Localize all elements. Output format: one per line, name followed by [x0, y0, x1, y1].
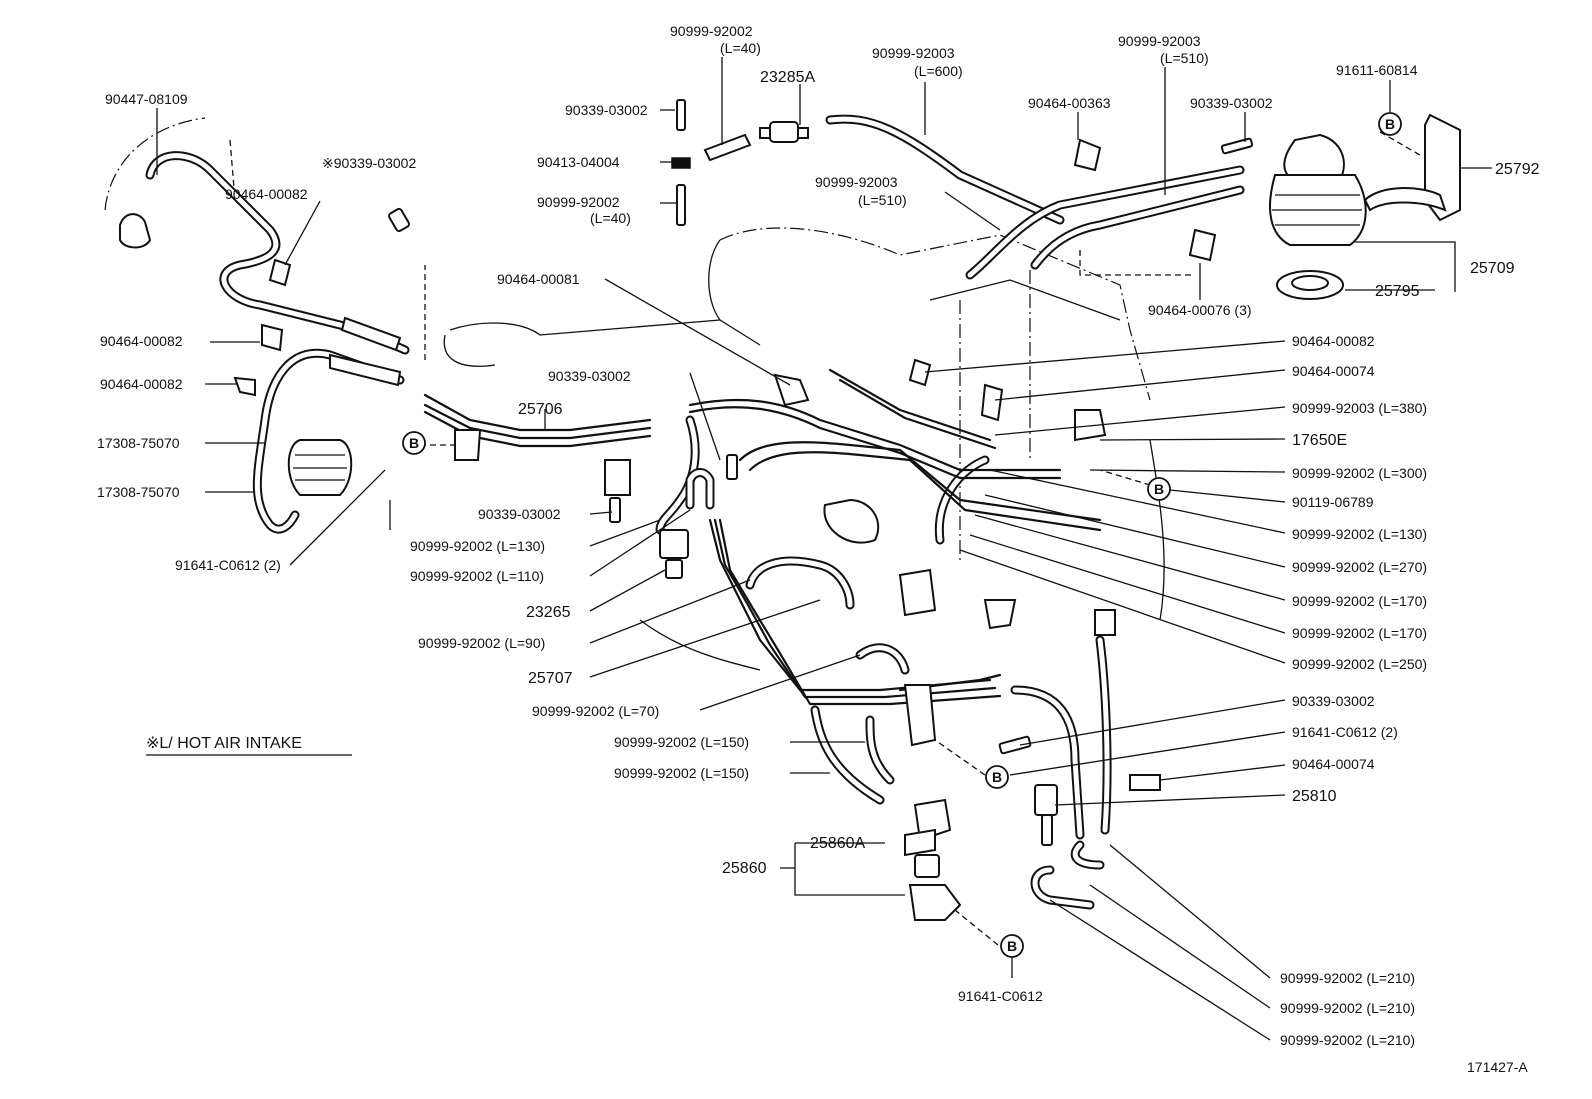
part-label: 90464-00076 (3)	[1148, 302, 1252, 318]
part-label: 90999-92002 (L=250)	[1292, 656, 1427, 672]
part-label: 90999-92002 (L=170)	[1292, 593, 1427, 609]
part-label: 90447-08109	[105, 91, 188, 107]
part-label: 25792	[1495, 161, 1540, 178]
part-label: 90464-00082	[1292, 333, 1375, 349]
part-label: 90339-03002	[565, 102, 648, 118]
part-label: 25810	[1292, 788, 1337, 805]
part-label: 90999-92002 (L=210)	[1280, 1032, 1415, 1048]
part-label: 90999-92003	[872, 45, 955, 61]
part-label: 90999-92003	[815, 174, 898, 190]
part-label: 25860A	[810, 835, 865, 852]
part-label: 17650E	[1292, 432, 1347, 449]
part-label: 17308-75070	[97, 484, 180, 500]
part-label: 90464-00081	[497, 271, 580, 287]
badge-b-1-text: B	[409, 435, 419, 451]
part-label: 91641-C0612 (2)	[1292, 724, 1398, 740]
part-label: 90999-92002 (L=70)	[532, 703, 659, 719]
badge-b-2	[1378, 112, 1402, 136]
badge-b-3-text: B	[1154, 481, 1164, 497]
part-label: 90999-92002	[537, 194, 620, 210]
part-label: 90999-92002 (L=110)	[410, 568, 544, 584]
part-label: 90999-92002 (L=130)	[410, 538, 545, 554]
part-label: 90999-92002 (L=210)	[1280, 970, 1415, 986]
part-label: 90999-92002 (L=270)	[1292, 559, 1427, 575]
badge-b-2-text: B	[1385, 116, 1395, 132]
part-label: 90999-92002 (L=210)	[1280, 1000, 1415, 1016]
part-label: 23285A	[760, 69, 815, 86]
part-label: (L=510)	[858, 192, 907, 208]
part-label: 25707	[528, 670, 573, 687]
part-label: 90339-03002	[1190, 95, 1273, 111]
part-label: 90999-92003	[1118, 33, 1201, 49]
engine-outline	[104, 117, 1195, 671]
hot-air-intake-note: ※L/ HOT AIR INTAKE	[146, 735, 302, 752]
part-label: ※90339-03002	[322, 155, 416, 171]
figure-id: 171427-A	[1467, 1059, 1528, 1075]
badge-b-5	[1000, 934, 1024, 958]
part-label: 90413-04004	[537, 154, 620, 170]
part-label: 90339-03002	[478, 506, 561, 522]
part-label: 90339-03002	[548, 368, 631, 384]
part-label: 90999-92002	[670, 23, 753, 39]
part-label: (L=510)	[1160, 50, 1209, 66]
badge-b-5-text: B	[1007, 938, 1017, 954]
part-label: 90999-92002 (L=150)	[614, 765, 749, 781]
part-label: 91641-C0612 (2)	[175, 557, 281, 573]
part-label: 91641-C0612	[958, 988, 1043, 1004]
part-label: (L=40)	[590, 210, 631, 226]
part-label: 90999-92002 (L=150)	[614, 734, 749, 750]
part-label: 90999-92002 (L=130)	[1292, 526, 1427, 542]
part-label: 90464-00074	[1292, 363, 1375, 379]
part-label: 90339-03002	[1292, 693, 1375, 709]
vacuum-hoses	[145, 114, 1245, 910]
part-label: 90999-92002 (L=90)	[418, 635, 545, 651]
components	[119, 99, 1461, 921]
badge-b-markers: B B B B B	[402, 112, 1402, 958]
badge-b-4-text: B	[992, 769, 1002, 785]
part-label: 90999-92002 (L=300)	[1292, 465, 1427, 481]
part-labels: 90999-92002 (L=40) 90999-92003 (L=600) 9…	[97, 23, 1540, 1048]
badge-b-3	[1147, 477, 1171, 501]
part-label: 91611-60814	[1336, 62, 1418, 78]
part-label: 25795	[1375, 283, 1420, 300]
part-label: 90999-92003 (L=380)	[1292, 400, 1427, 416]
part-label: 25709	[1470, 260, 1515, 277]
part-label: 90999-92002 (L=170)	[1292, 625, 1427, 641]
part-label: (L=40)	[720, 40, 761, 56]
part-label: 23265	[526, 604, 571, 621]
part-label: 90119-06789	[1292, 494, 1374, 510]
part-label: 25860	[722, 860, 767, 877]
part-label: 90464-00082	[225, 186, 308, 202]
part-label: 90464-00082	[100, 376, 183, 392]
part-label: (L=600)	[914, 63, 963, 79]
part-label: 90464-00363	[1028, 95, 1111, 111]
part-label: 90464-00082	[100, 333, 183, 349]
badge-b-4	[985, 765, 1009, 789]
part-label: 90464-00074	[1292, 756, 1375, 772]
badge-b-1	[402, 431, 426, 455]
part-label: 25706	[518, 401, 563, 418]
part-label: 17308-75070	[97, 435, 180, 451]
